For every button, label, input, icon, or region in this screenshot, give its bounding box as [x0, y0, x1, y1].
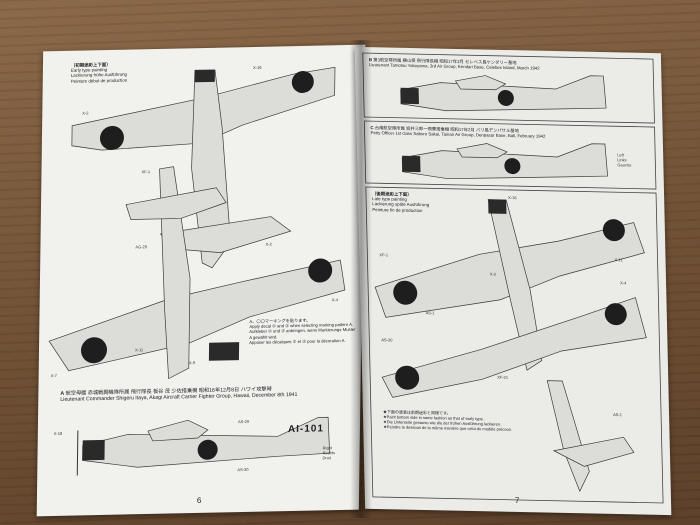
part-label: X-18: [53, 430, 63, 437]
hinomaru-2: [291, 70, 314, 93]
part-label: XF-21: [497, 374, 509, 380]
instruction-page-right: B 第3航空隊所属 横山保 飛行隊長機 昭和17年3月 セレベス島ケンダリー基地…: [354, 46, 672, 516]
caption-a-label: A: [60, 390, 65, 397]
marking-note: А、〇〇マーキングを貼ります。 Apply decal ① and ② when…: [249, 317, 357, 345]
cowling-b: [400, 87, 419, 105]
hinomaru-1: [99, 125, 124, 150]
cowling-late: [488, 199, 507, 214]
hinomaru-c: [504, 158, 521, 175]
tail-code: AI-101: [287, 423, 325, 436]
part-label: X-7: [50, 372, 57, 379]
page-number-right: 7: [514, 495, 520, 505]
side-label-right: Right Rechts Droit: [322, 445, 336, 461]
hinomaru-late-1: [393, 280, 418, 305]
part-label: X-4: [620, 280, 627, 286]
box-c: [363, 120, 657, 190]
part-label: AS-1: [612, 412, 623, 418]
plane-top-view-2: [48, 166, 346, 380]
part-label: X-16: [508, 194, 517, 201]
cowling-side: [82, 439, 105, 461]
section-header-early: 〔初期迷彩上下面〕 Early type painting Lackierung…: [71, 62, 128, 84]
hinomaru-b: [497, 89, 514, 106]
part-label: XF-1: [379, 252, 389, 258]
aircraft-drawings-right: [362, 52, 664, 504]
plane-top-view-late: [374, 199, 647, 398]
hinomaru-3: [80, 337, 108, 364]
hinomaru-late-4: [604, 303, 627, 326]
plane-tail-late: [546, 380, 635, 493]
book-gutter: [350, 40, 372, 518]
part-label: AS-30: [237, 466, 249, 473]
part-label: AS-1: [425, 310, 435, 316]
box-b: [362, 52, 655, 124]
section-header-late: 〔後期迷彩上下面〕 Late type painting Lackierung …: [372, 191, 429, 213]
instruction-page-left: 〔初期迷彩上下面〕 Early type painting Lackierung…: [36, 44, 366, 517]
cowling-top-1: [194, 69, 215, 83]
hinomaru-4: [308, 258, 333, 283]
part-label: X-2: [489, 271, 497, 277]
part-label: AS-29: [238, 418, 250, 425]
part-label: AS-30: [381, 337, 393, 343]
part-label: XF-1: [141, 169, 151, 175]
hinomaru-5: [197, 439, 218, 460]
hinomaru-late-3: [395, 365, 420, 390]
aircraft-drawings-left: [48, 66, 346, 476]
part-label: X-2: [82, 110, 89, 116]
part-label: X-2: [265, 241, 272, 247]
footnote: ★下面の塗装は前期迷彩と同様です。 ★Paint bottom side in …: [383, 409, 544, 432]
part-label: AG-29: [135, 244, 148, 250]
cowling-top-2: [208, 342, 240, 361]
cowling-c: [402, 155, 421, 173]
plane-top-view-1: [71, 66, 336, 269]
hinomaru-late-2: [602, 219, 625, 242]
side-label-left: Left Links Gauche: [617, 152, 632, 168]
propeller: [76, 430, 79, 476]
part-label: X-16: [252, 64, 262, 71]
box-late: [365, 186, 664, 504]
page-number-left: 6: [196, 495, 202, 505]
part-label: X-11: [134, 347, 144, 353]
plane-profile-c: [401, 143, 609, 180]
part-label: X-9: [188, 360, 196, 366]
part-label: X-4: [331, 297, 339, 303]
part-label: X-11: [614, 257, 623, 263]
